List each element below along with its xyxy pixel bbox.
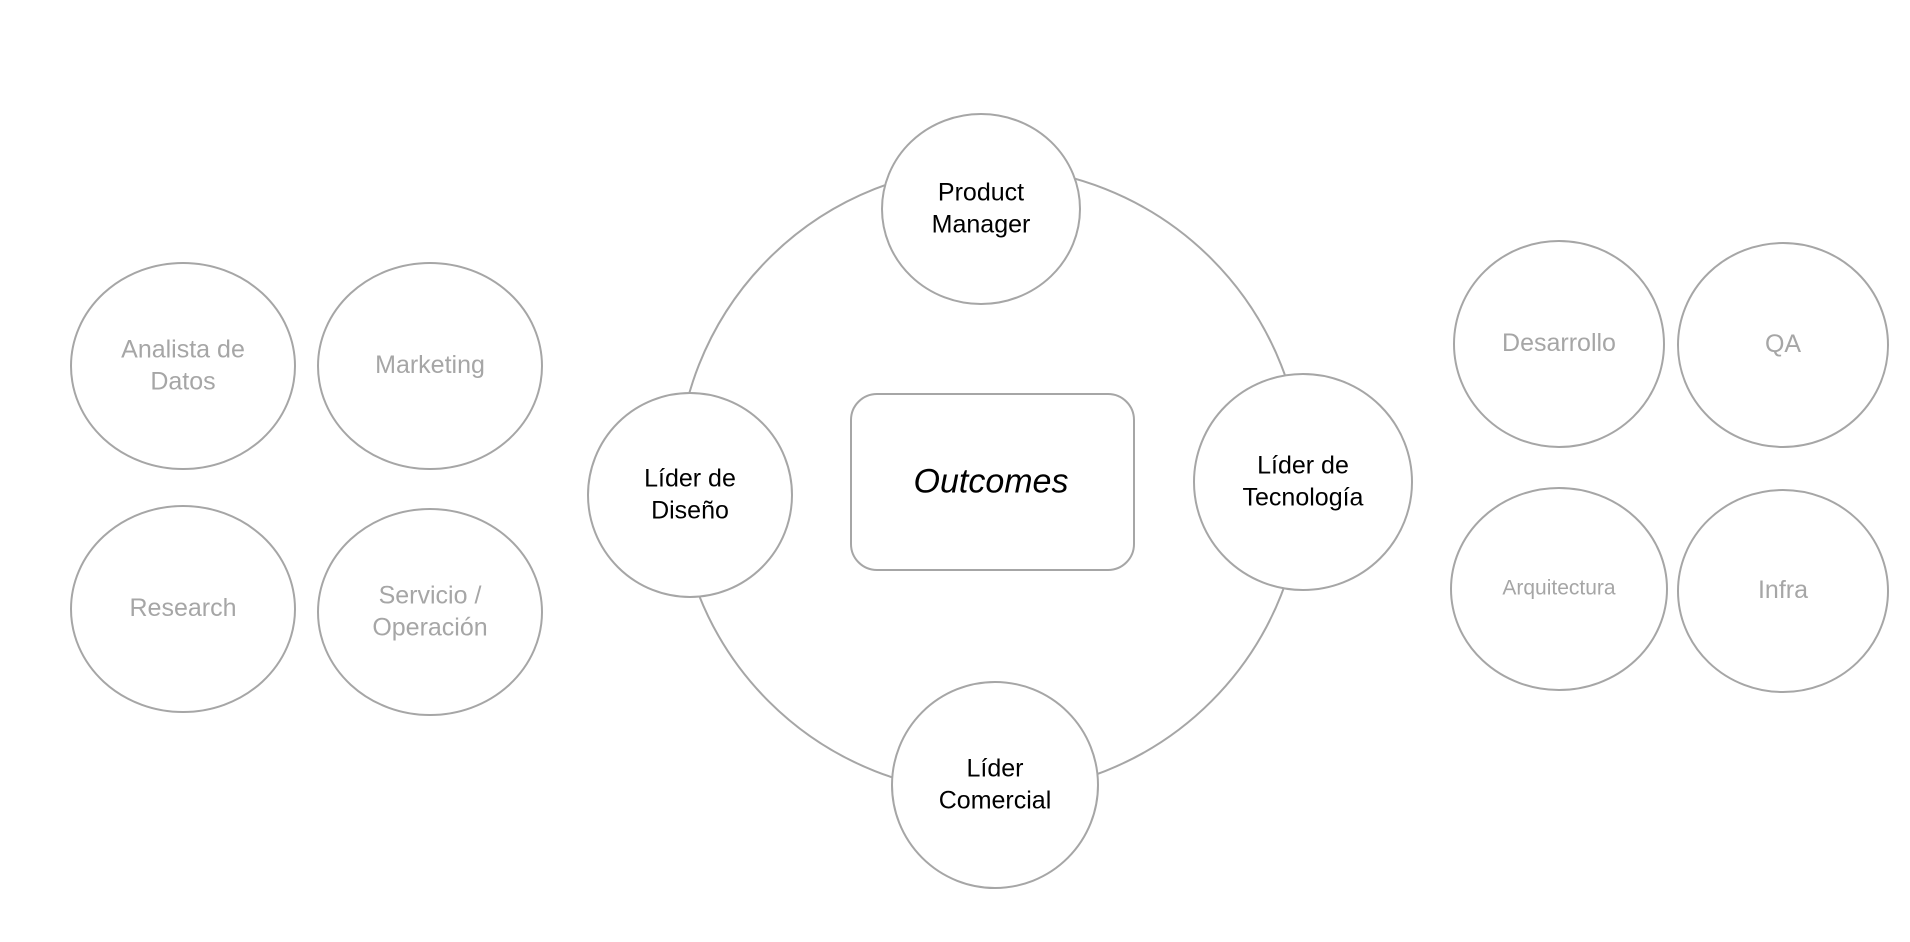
- marketing-node: [317, 262, 543, 470]
- design-lead-node: [587, 392, 793, 598]
- research-node: [70, 505, 296, 713]
- commercial-lead-node: [891, 681, 1099, 889]
- qa-node: [1677, 242, 1889, 448]
- product-manager-node: [881, 113, 1081, 305]
- service-operation-node: [317, 508, 543, 716]
- outcomes-box: [850, 393, 1135, 571]
- data-analyst-node: [70, 262, 296, 470]
- tech-lead-node: [1193, 373, 1413, 591]
- infra-node: [1677, 489, 1889, 693]
- architecture-node: [1450, 487, 1668, 691]
- development-node: [1453, 240, 1665, 448]
